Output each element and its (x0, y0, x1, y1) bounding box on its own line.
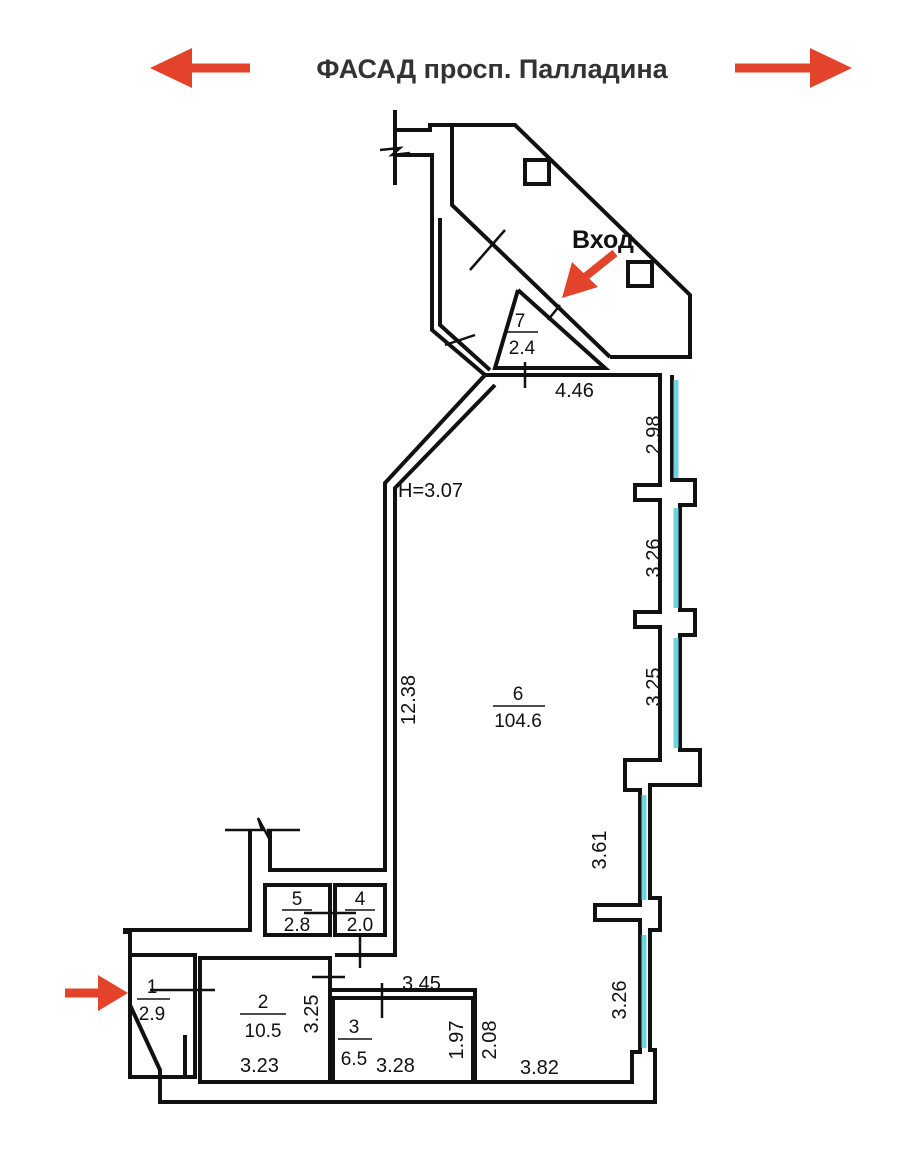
entrance-arrow-icon (562, 249, 618, 298)
dimension-right-1: 2.98 (643, 416, 665, 455)
dimension-right-4: 3.61 (589, 831, 611, 870)
ceiling-height: H=3.07 (398, 480, 463, 502)
svg-text:2: 2 (258, 992, 269, 1013)
dimension-345: 3.45 (402, 973, 441, 995)
svg-text:6: 6 (513, 684, 524, 705)
svg-text:2.4: 2.4 (509, 338, 536, 359)
door-mark (469, 229, 506, 271)
facade-arrow-left-icon (150, 48, 250, 88)
dimension-197: 1.97 (446, 1021, 468, 1060)
dimension-right-5: 3.26 (609, 981, 631, 1020)
shaft-1 (523, 158, 551, 186)
svg-text:2.0: 2.0 (347, 915, 373, 936)
svg-text:10.5: 10.5 (245, 1021, 282, 1042)
svg-text:3: 3 (349, 1017, 360, 1038)
svg-text:5: 5 (292, 889, 303, 910)
room-label-5: 5 2.8 (282, 889, 312, 936)
room-label-7: 7 2.4 (505, 311, 538, 359)
room-label-2: 2 10.5 (240, 992, 286, 1042)
door-marks (150, 362, 527, 1018)
room-2-outline (198, 956, 332, 1084)
room-label-4: 4 2.0 (345, 889, 375, 936)
windows (641, 380, 679, 1048)
room-3-outline (331, 996, 475, 1084)
svg-text:6.5: 6.5 (341, 1049, 367, 1070)
dimension-right-3: 3.25 (643, 668, 665, 707)
facade-arrow-right-icon (735, 48, 852, 88)
svg-text:4: 4 (355, 889, 366, 910)
left-entry-arrow-icon (65, 975, 128, 1011)
dimension-top: 4.46 (555, 380, 594, 402)
room-label-6: 6 104.6 (493, 684, 545, 732)
dimension-left: 12.38 (398, 675, 420, 725)
facade-title: ФАСАД просп. Палладина (316, 54, 668, 84)
svg-text:2.8: 2.8 (284, 915, 310, 936)
dimension-208: 2.08 (479, 1021, 501, 1060)
room-label-1: 1 2.9 (137, 977, 170, 1025)
shaft-2 (626, 260, 654, 288)
svg-text:1: 1 (147, 977, 158, 998)
dimension-323: 3.23 (240, 1055, 279, 1077)
svg-text:2.9: 2.9 (139, 1004, 165, 1025)
entrance-hall-walls (379, 110, 692, 377)
dimension-325: 3.25 (301, 995, 323, 1034)
svg-text:104.6: 104.6 (494, 711, 542, 732)
room-1-outline (128, 953, 197, 1079)
dimension-382: 3.82 (520, 1057, 559, 1079)
dimension-right-2: 3.26 (643, 539, 665, 578)
svg-text:7: 7 (515, 311, 526, 332)
room-5-outline (263, 883, 332, 937)
entrance-label: Вход (572, 226, 634, 254)
room-label-3: 3 6.5 (338, 1017, 372, 1070)
dimension-328: 3.28 (376, 1055, 415, 1077)
